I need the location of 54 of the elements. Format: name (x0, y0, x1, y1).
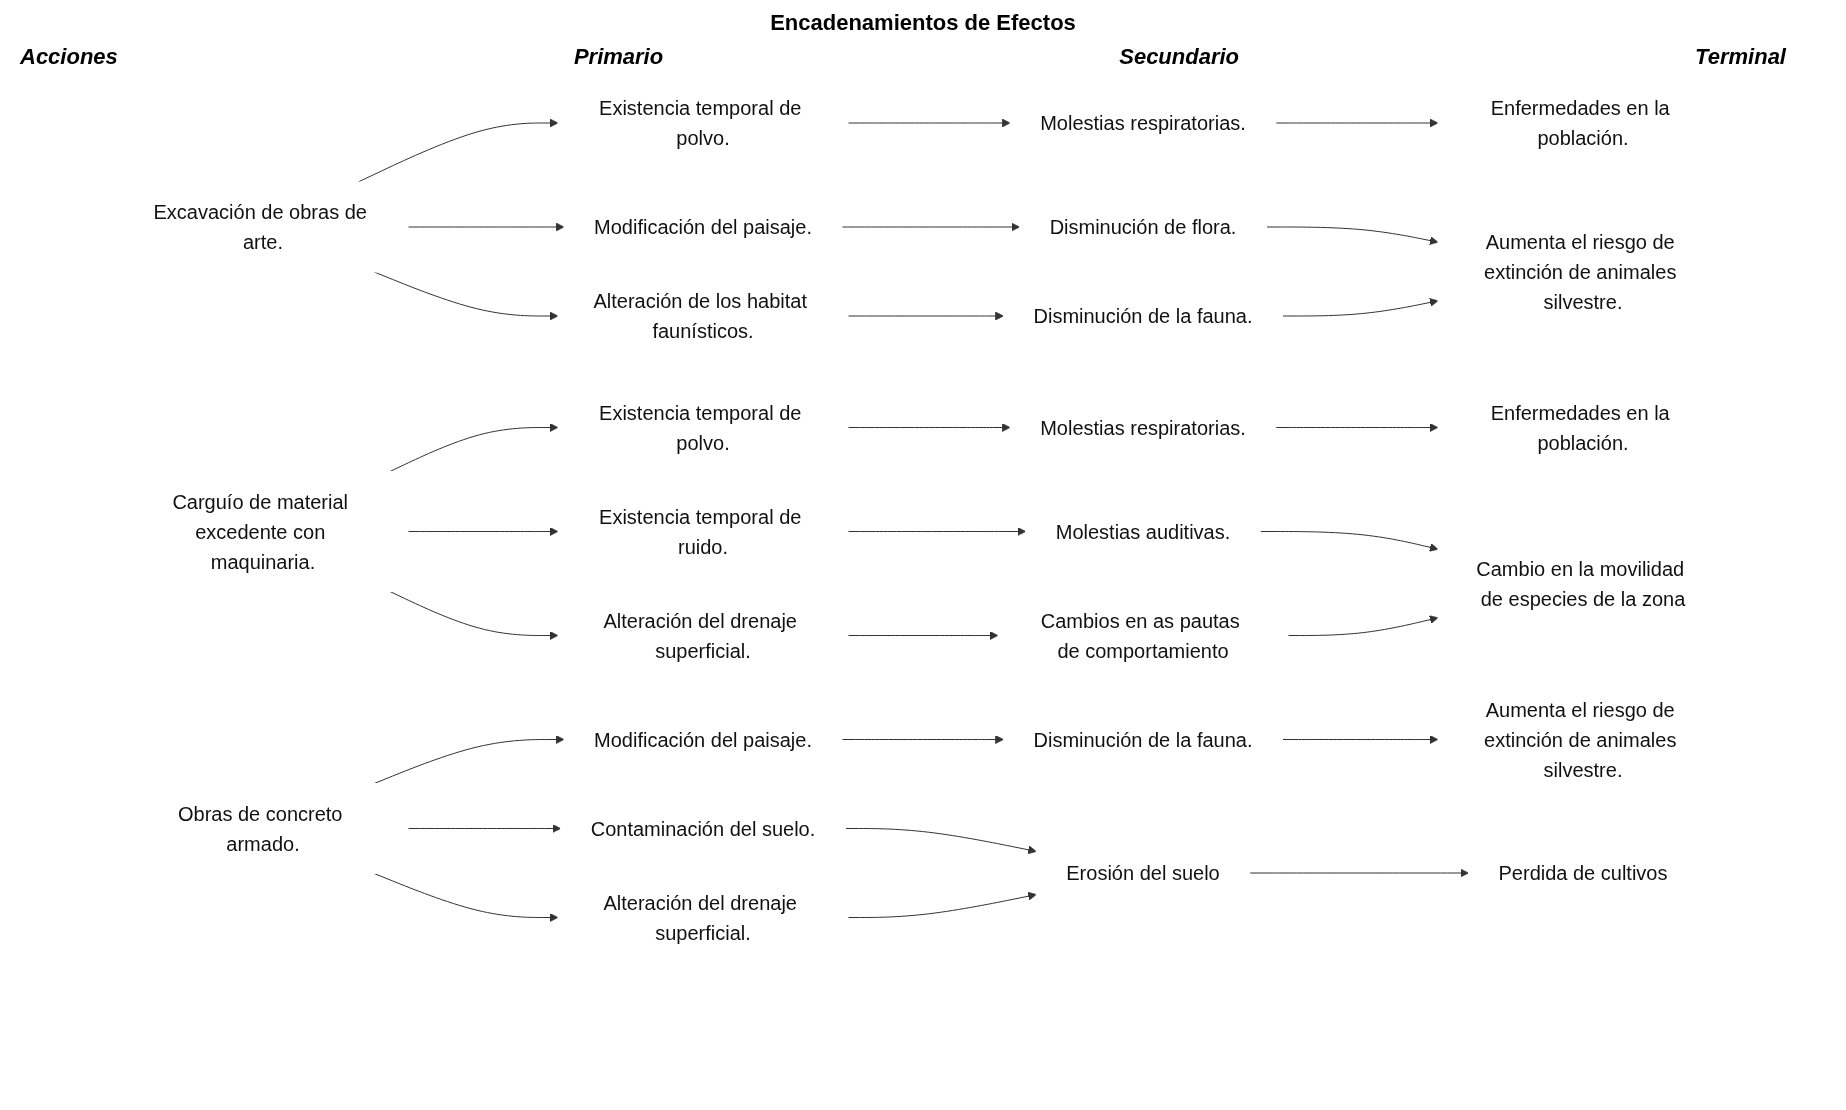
node-text: Aumenta el riesgo de extinción de animales silvestre. (1484, 230, 1677, 313)
arrow (407, 527, 559, 536)
node-text: Perdida de cultivos (1498, 862, 1668, 884)
node-text: Existencia temporal de polvo. (599, 97, 802, 149)
node-text: Molestias respiratorias. (1040, 112, 1246, 134)
node-text: Existencia temporal de ruido. (599, 505, 802, 558)
node-text: Alteración del drenaje superficial. (603, 609, 797, 662)
node-text: Enfermedades en la población. (1490, 97, 1670, 149)
arrow (847, 891, 1037, 918)
node-text: Cambios en as pautas de comportamiento (1040, 609, 1240, 662)
arrow (389, 591, 559, 640)
column-heading: Acciones (20, 44, 118, 70)
arrow (1282, 735, 1439, 744)
node-text: Alteración de los habitat faunísticos. (593, 290, 807, 342)
arrow (407, 824, 562, 833)
arrow (1249, 868, 1469, 878)
arrow (841, 222, 1021, 232)
column-heading: Secundario (1119, 44, 1240, 70)
node-text: Disminución de la fauna. (1033, 305, 1253, 327)
node-text: Existencia temporal de polvo. (599, 401, 802, 454)
node-text: Enfermedades en la población. (1490, 401, 1670, 454)
node-text: Excavación de obras de arte. (153, 201, 367, 253)
arrow (1275, 423, 1439, 432)
node-text: Disminución de flora. (1049, 216, 1237, 238)
column-heading: Terminal (1695, 44, 1786, 70)
node-text: Erosión del suelo (1066, 862, 1220, 884)
node-text: Contaminación del suelo. (590, 817, 816, 840)
node-text: Obras de concreto armado. (177, 802, 343, 855)
node-text: Disminución de la fauna. (1033, 728, 1253, 751)
arrow (1287, 615, 1439, 636)
node-text: Molestias auditivas. (1055, 520, 1231, 543)
arrow (841, 735, 1004, 744)
arrow (847, 311, 1004, 321)
arrow (357, 118, 559, 183)
diagram-title: Encadenamientos de Efectos (769, 10, 1077, 36)
node-text: Molestias respiratorias. (1040, 416, 1246, 439)
arrow (847, 118, 1011, 128)
arrow (1259, 531, 1439, 552)
arrow (847, 631, 999, 640)
arrow (1275, 118, 1439, 128)
arrow (844, 828, 1037, 855)
column-heading: Primario (573, 44, 664, 70)
node-text: Cambio en la movilidad de especies de la zona (1476, 557, 1686, 610)
arrow (847, 527, 1027, 536)
node-text: Aumenta el riesgo de extinción de animales silvestre. (1484, 698, 1677, 781)
arrow (1265, 226, 1439, 245)
arrow (407, 222, 565, 232)
node-text: Carguío de material excedente con maquinaria. (172, 490, 349, 573)
arrow (1282, 298, 1439, 317)
node-text: Modificación del paisaje. (594, 728, 812, 751)
node-text: Modificación del paisaje. (594, 216, 812, 238)
node-text: Alteración del drenaje superficial. (603, 891, 797, 944)
arrow (389, 423, 559, 472)
arrow (847, 423, 1011, 432)
